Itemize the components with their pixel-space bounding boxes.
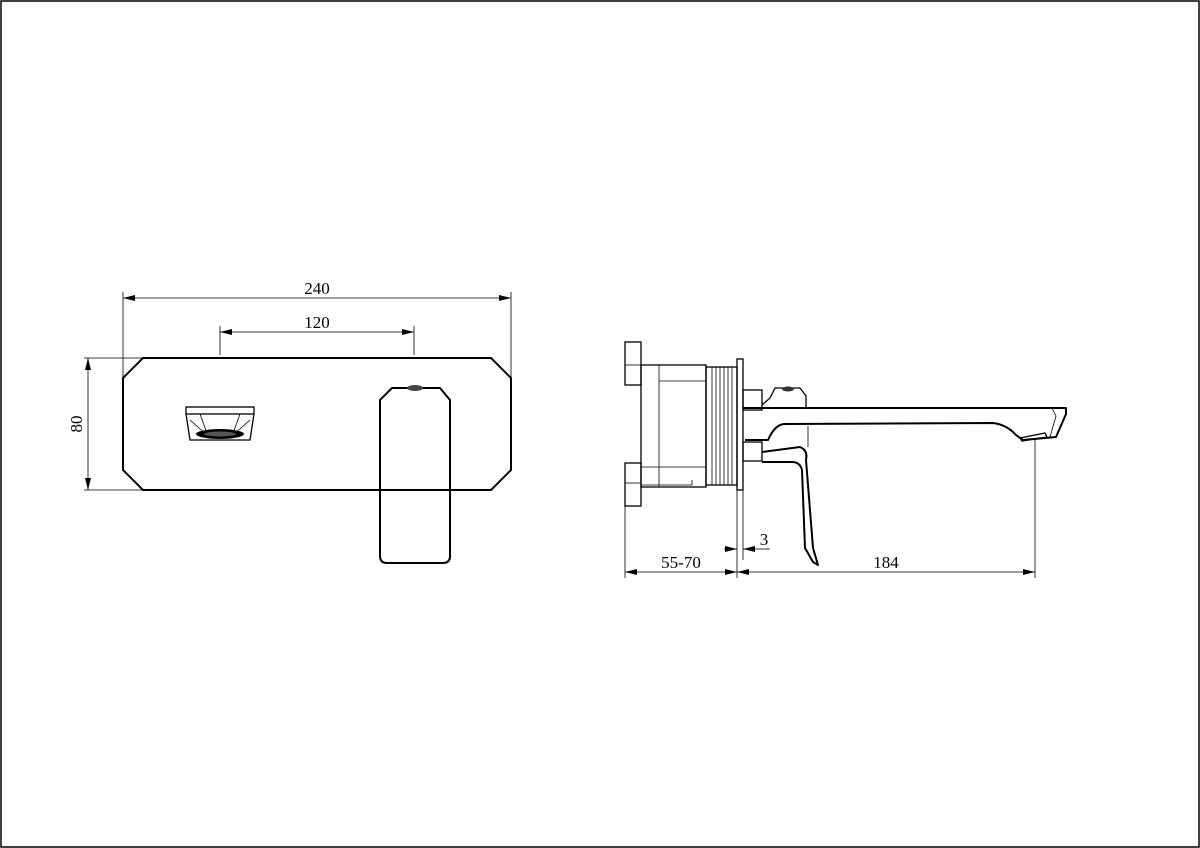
handle-cap: [407, 385, 423, 391]
dimension-240: 240: [122, 279, 512, 378]
escutcheon-plate: [736, 358, 744, 491]
rough-in-flange-top: [624, 341, 642, 386]
dimension-label-184: 184: [873, 553, 899, 572]
dimension-80: 80: [67, 357, 143, 491]
dimension-3: 3: [724, 530, 770, 552]
spout: [743, 407, 1067, 441]
spout-outlet: [185, 406, 255, 441]
dimension-label-120: 120: [304, 313, 330, 332]
dimension-55-70: 55-70: [625, 553, 737, 575]
dimension-label-80: 80: [67, 416, 86, 433]
side-view: 55-70 3 184: [624, 341, 1067, 578]
spout-aerator: [1018, 432, 1048, 442]
mixer-handle: [379, 387, 451, 564]
dimension-184: 184: [737, 553, 1035, 575]
rough-in-flange-bottom: [624, 462, 642, 507]
wall-plate: [122, 357, 512, 491]
handle-hub: [761, 387, 807, 408]
valve-body: [640, 364, 707, 488]
dimension-120: 120: [219, 313, 415, 355]
lever: [761, 446, 819, 566]
front-view: 240 120 80: [67, 279, 512, 564]
dimension-label-3: 3: [760, 530, 769, 549]
threaded-sleeve: [705, 366, 738, 486]
dimension-label-240: 240: [304, 279, 330, 298]
dimension-label-55-70: 55-70: [661, 553, 701, 572]
